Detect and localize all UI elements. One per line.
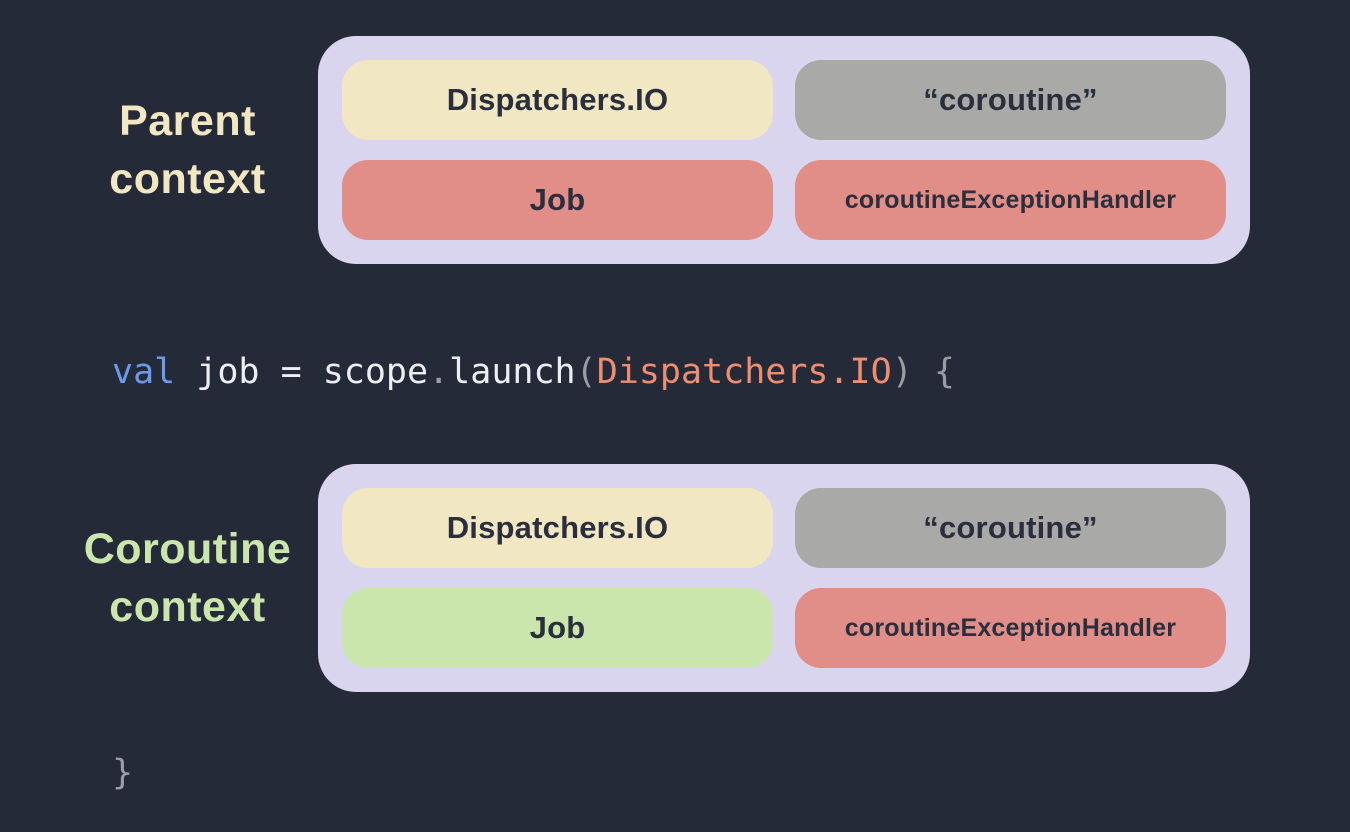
pill-job: Job xyxy=(342,160,773,240)
coroutine-context-label: Coroutine context xyxy=(40,520,335,636)
code-token-plain: launch xyxy=(449,352,576,392)
label-line-1: Parent xyxy=(119,97,256,145)
coroutine-context-panel: Dispatchers.IO “coroutine” Job coroutine… xyxy=(318,464,1250,692)
closing-brace: } xyxy=(112,753,134,793)
code-token-classref: Dispatchers.IO xyxy=(596,352,892,392)
code-token-punct: ) xyxy=(891,352,913,392)
label-line-1: Coroutine xyxy=(83,525,292,573)
parent-context-label: Parent context xyxy=(40,92,335,208)
label-line-2: context xyxy=(109,583,266,631)
pill-exception-handler: coroutineExceptionHandler xyxy=(795,160,1226,240)
code-token-plain xyxy=(913,352,934,392)
pill-dispatchers-io: Dispatchers.IO xyxy=(342,60,773,140)
code-line: val job = scope.launch(Dispatchers.IO) { xyxy=(112,349,955,395)
code-token-punct: { xyxy=(933,352,955,392)
code-token-plain: job = scope xyxy=(175,352,429,392)
pill-exception-handler: coroutineExceptionHandler xyxy=(795,588,1226,668)
pill-dispatchers-io: Dispatchers.IO xyxy=(342,488,773,568)
code-token-punct: ( xyxy=(575,352,597,392)
pill-coroutine-name: “coroutine” xyxy=(795,60,1226,140)
parent-context-group: Parent context Dispatchers.IO “coroutine… xyxy=(0,36,1350,264)
coroutine-context-group: Coroutine context Dispatchers.IO “corout… xyxy=(0,464,1350,692)
label-line-2: context xyxy=(109,155,266,203)
pill-job: Job xyxy=(342,588,773,668)
pill-coroutine-name: “coroutine” xyxy=(795,488,1226,568)
code-token-keyword: val xyxy=(112,352,176,392)
code-token-punct: . xyxy=(428,352,450,392)
parent-context-panel: Dispatchers.IO “coroutine” Job coroutine… xyxy=(318,36,1250,264)
